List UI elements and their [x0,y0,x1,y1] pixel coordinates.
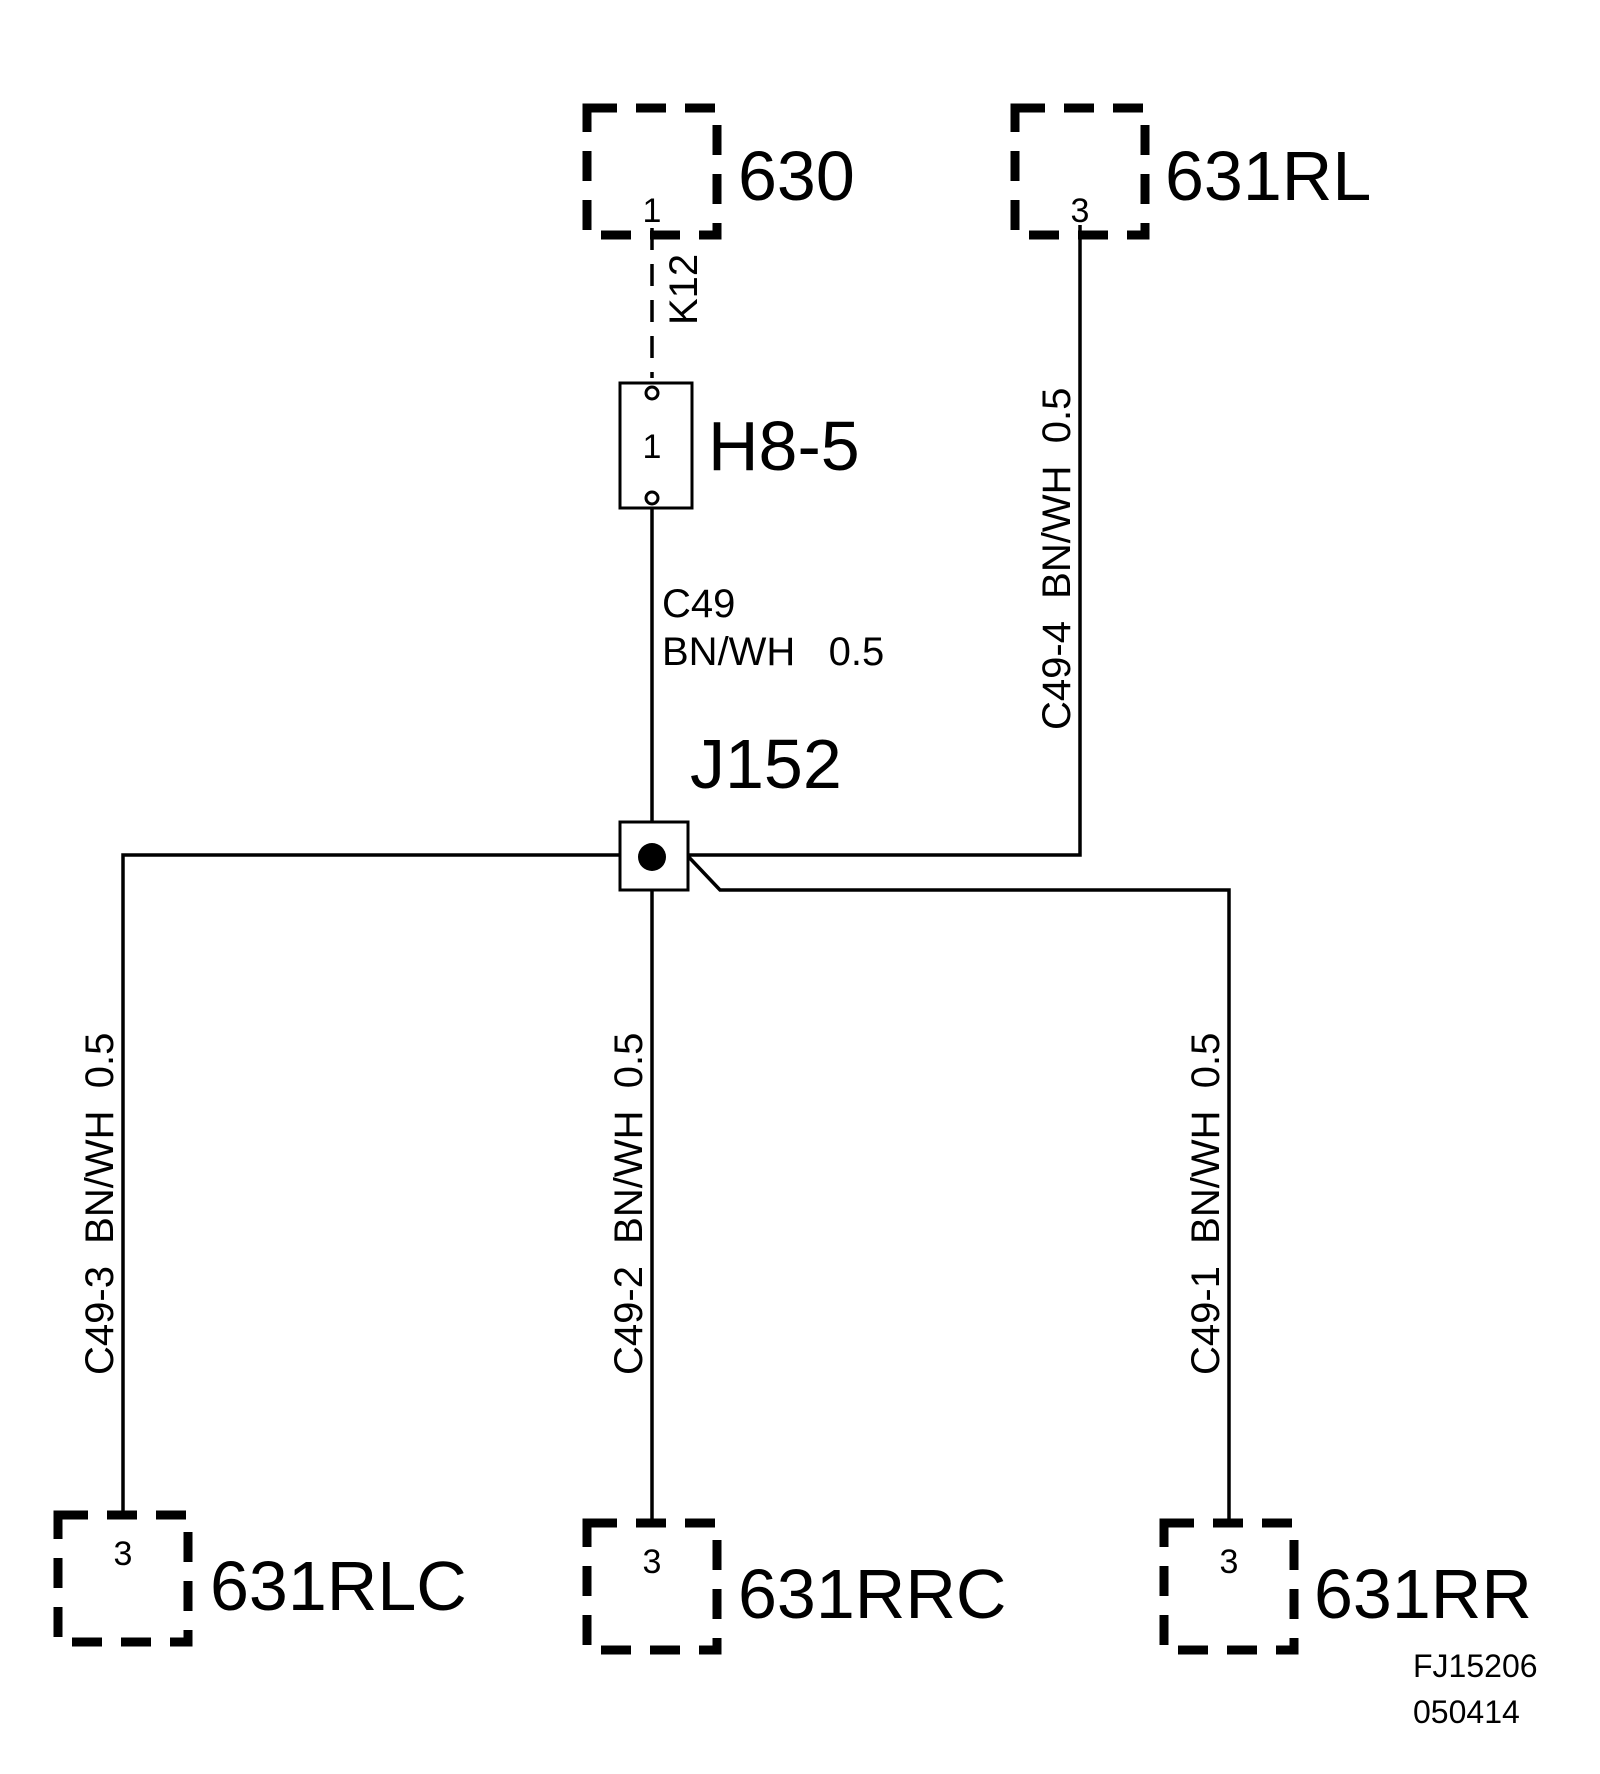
connector-631rl-label: 631RL [1165,137,1371,215]
connector-631rlc-label: 631RLC [210,1547,467,1625]
connector-631rr-label: 631RR [1314,1555,1532,1633]
main-wire-spec: BN/WH 0.5 [662,630,884,674]
connector-631rl: 3 631RL [1010,103,1371,240]
junction-j152: J152 [618,725,842,892]
connector-630-label: 630 [738,137,855,215]
wire-c49-1-to-631rr [682,850,1231,1523]
wire-c49-3-to-631rlc [121,853,652,1515]
connector-631rlc-pin: 3 [114,1535,133,1573]
wire-c49-4-to-631rl [652,225,1082,857]
connector-631rr-outline [1159,1518,1299,1655]
wire-label-c49-2: C49-2 BN/WH 0.5 [607,1033,651,1375]
connector-631rl-outline [1010,103,1150,240]
wires [121,225,1231,1523]
wire-label-c49-3: C49-3 BN/WH 0.5 [78,1033,122,1375]
connector-630-outline [582,103,722,240]
fuse-bottom-terminal [644,490,660,506]
date-code: 050414 [1413,1694,1520,1730]
connector-631rr-pin: 3 [1220,1543,1239,1581]
connector-631rr: 3 631RR [1159,1518,1532,1655]
connector-630-pin: 1 [643,192,662,230]
junction-label: J152 [690,725,842,803]
main-wire-circuit: C49 [662,582,735,626]
connector-631rlc: 3 631RLC [53,1510,467,1647]
wire-label-c49-1: C49-1 BN/WH 0.5 [1184,1033,1228,1375]
dashed-link-label: K12 [662,254,706,325]
connector-631rrc: 3 631RRC [582,1518,1006,1655]
figure-id: FJ15206 [1413,1648,1538,1684]
connector-631rrc-label: 631RRC [738,1555,1006,1633]
fuse-top-terminal [644,385,660,401]
fuse-body [618,381,694,510]
connector-631rrc-outline [582,1518,722,1655]
fuse-pin: 1 [643,428,662,466]
connector-631rrc-pin: 3 [643,1543,662,1581]
connector-631rl-pin: 3 [1071,192,1090,230]
wire-label-c49-4: C49-4 BN/WH 0.5 [1035,388,1079,730]
fuse-h8-5: 1 H8-5 [618,381,860,510]
connector-630: 1 630 [582,103,855,240]
junction-splice-dot [638,843,666,871]
fuse-label: H8-5 [708,407,860,485]
connector-631rlc-outline [53,1510,193,1647]
